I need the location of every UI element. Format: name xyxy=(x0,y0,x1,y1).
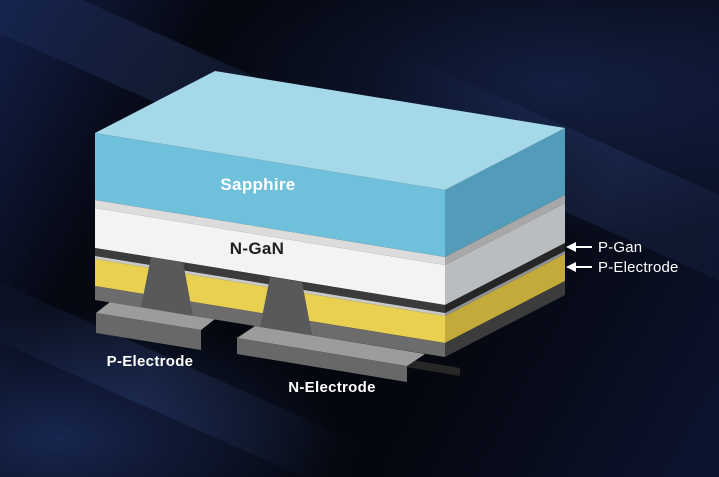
sapphire-top-face-sheen xyxy=(95,71,565,190)
p-electrode-layer-side xyxy=(445,254,565,343)
electrode-via-pillar-left xyxy=(141,257,193,316)
p-electrode-block xyxy=(96,302,215,350)
base-metal-layer-side xyxy=(445,281,565,357)
right-face-layers xyxy=(445,128,565,357)
p-electrode-annotation-label: P-Electrode xyxy=(598,259,679,276)
p-electrode-annotation: P-Electrode xyxy=(566,259,679,276)
sapphire-layer-front xyxy=(95,133,445,257)
sapphire-layer-side xyxy=(445,128,565,257)
thin-layer-side xyxy=(445,251,565,316)
sapphire-label: Sapphire xyxy=(220,175,295,194)
p-electrode-bottom-label: P-Electrode xyxy=(107,353,194,370)
arrow-left-icon xyxy=(566,242,592,252)
n-gan-layer-side xyxy=(445,203,565,305)
n-electrode-block-top-face xyxy=(237,326,425,366)
p-gan-annotation-label: P-Gan xyxy=(598,239,642,256)
n-gan-label: N-GaN xyxy=(230,239,284,258)
p-electrode-block-top-face xyxy=(96,302,215,330)
arrow-left-icon xyxy=(566,262,592,272)
buffer-layer-side xyxy=(445,195,565,265)
electrode-via-pillar-right xyxy=(260,277,312,335)
n-electrode-block xyxy=(237,326,425,382)
p-gan-layer-side xyxy=(445,243,565,313)
n-electrode-block-front-face xyxy=(237,338,407,382)
sapphire-top-face xyxy=(95,71,565,190)
p-electrode-block-front-face xyxy=(96,313,201,350)
n-gan-layer-front xyxy=(95,208,445,305)
buffer-layer-front xyxy=(95,200,445,265)
p-gan-annotation: P-Gan xyxy=(566,239,642,256)
n-electrode-bottom-label: N-Electrode xyxy=(288,379,376,396)
